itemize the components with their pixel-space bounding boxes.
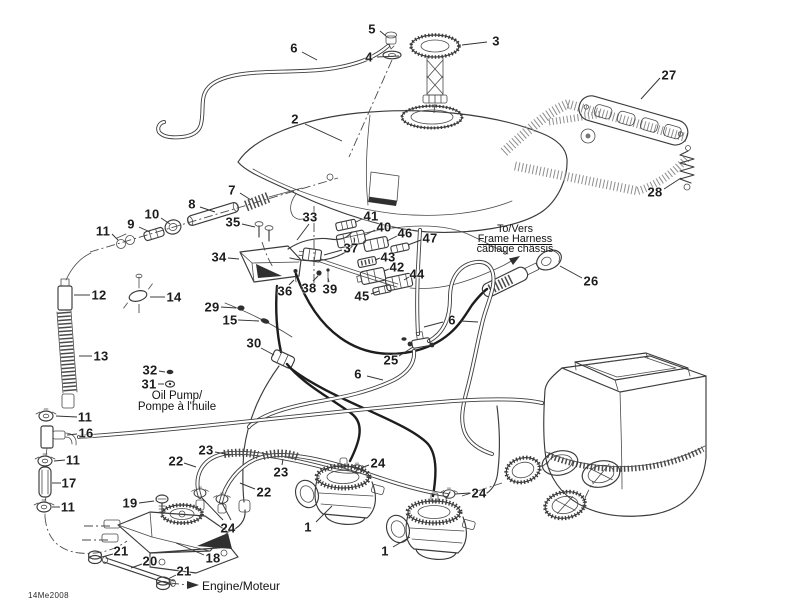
callout-36: 36 [277,283,293,299]
callout-17: 17 [61,475,77,491]
note-line: Frame Harness [477,233,553,245]
callout-19: 19 [122,495,138,511]
callout-23: 23 [273,464,289,480]
note-line: Pompe à l'huile [137,400,217,413]
callout-37: 37 [343,240,359,256]
callout-33: 33 [302,209,318,225]
callout-2: 2 [291,111,299,127]
callout-25: 25 [383,352,399,368]
tension-spring [679,145,695,191]
carburetor-2 [385,491,476,560]
oil-pump [87,494,251,591]
callout-26: 26 [583,273,599,289]
vent-hose [156,44,390,140]
callout-22: 22 [256,484,272,500]
callout-11: 11 [95,223,111,239]
note-line: To/Vers [496,223,533,235]
choke-cable-and-knob [294,249,562,355]
callout-8: 8 [188,196,196,212]
diagram-code: 14Me2008 [28,591,70,600]
callout-24: 24 [220,520,236,536]
callout-14: 14 [166,289,182,305]
callout-28: 28 [647,184,663,200]
callout-11: 11 [65,452,81,468]
callout-38: 38 [301,280,317,296]
callout-24: 24 [370,455,386,471]
callout-32: 32 [142,362,158,378]
callout-12: 12 [91,287,107,303]
callout-9: 9 [127,216,135,232]
callout-21: 21 [113,543,129,559]
oil-lines [191,448,458,504]
note-line: câblage châssis [476,243,554,255]
console-lattice [500,99,690,196]
callout-1: 1 [381,543,389,559]
oil-pump-note: Oil Pump/ Pompe à l'huile [103,391,251,412]
note-line: Oil Pump/ [151,390,203,402]
callout-47: 47 [422,230,438,246]
callout-34: 34 [211,249,227,265]
engine-arrow [169,581,199,589]
air-silencer-box [461,352,707,521]
callout-20: 20 [142,553,158,569]
choke-lever-bracket [239,206,356,284]
callout-30: 30 [246,335,262,351]
callout-5: 5 [368,21,376,37]
cable-junction-and-throttle-cables [242,284,437,503]
engine-note: Engine/Moteur [202,579,280,593]
callout-42: 42 [389,259,405,275]
slotted-bracket [578,95,689,146]
vent-valve [348,31,402,158]
note-line: Engine/Moteur [202,579,281,593]
callout-13: 13 [93,348,109,364]
callout-11: 11 [77,409,93,425]
callout-3: 3 [492,33,500,49]
callout-6: 6 [448,312,456,328]
callout-16: 16 [78,425,94,441]
callout-10: 10 [144,206,160,222]
callout-1: 1 [304,519,312,535]
callout-43: 43 [380,249,396,265]
callout-46: 46 [397,225,413,241]
callout-21: 21 [176,563,192,579]
callout-41: 41 [363,208,379,224]
fuel-tank [237,110,568,233]
callout-31: 31 [141,376,157,392]
callout-40: 40 [376,219,392,235]
fuel-lines [77,228,544,494]
callout-27: 27 [661,67,677,83]
frame-harness-note: To/Vers Frame Harness câblage châssis [458,223,572,255]
callout-7: 7 [228,182,236,198]
callout-11: 11 [60,499,76,515]
fuel-cap-and-strainer [400,33,464,130]
callout-24: 24 [471,485,487,501]
callout-39: 39 [322,281,338,297]
callout-29: 29 [204,299,220,315]
callout-6: 6 [290,40,298,56]
callout-4: 4 [365,49,373,65]
callout-22: 22 [168,453,184,469]
callout-6: 6 [354,366,362,382]
callout-15: 15 [222,312,238,328]
callout-18: 18 [205,550,221,566]
callout-44: 44 [409,266,425,282]
callout-23: 23 [198,442,214,458]
callout-35: 35 [225,214,241,230]
callout-45: 45 [354,288,370,304]
